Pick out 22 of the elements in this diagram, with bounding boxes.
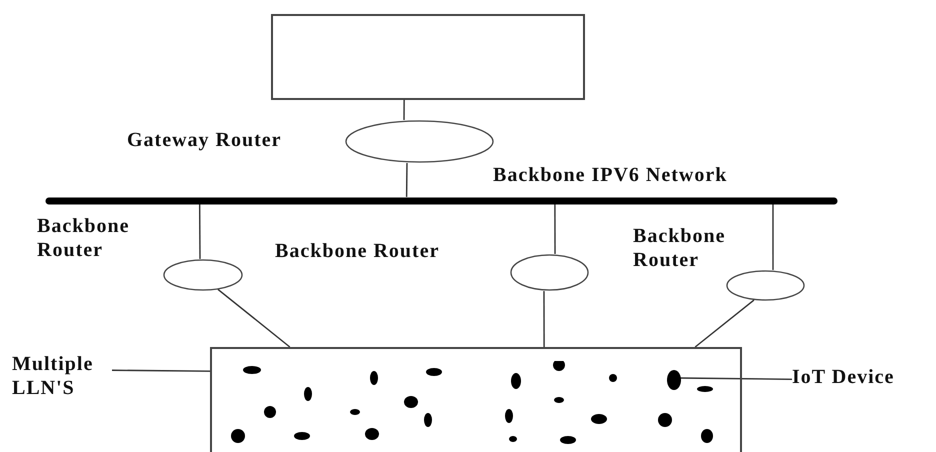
leader-line — [679, 377, 792, 380]
network-bus — [45, 197, 838, 205]
component-label: Gateway Router — [127, 128, 282, 152]
connector-line — [543, 291, 545, 347]
component-label: Backbone Router — [275, 239, 440, 263]
leader-line — [112, 370, 210, 372]
connector-line — [403, 100, 405, 120]
router-ellipse — [510, 254, 589, 291]
label-text: IoT Device — [792, 365, 932, 389]
label-text: Multiple LLN'S — [12, 352, 112, 400]
router-ellipse — [163, 259, 243, 291]
router-ellipse — [345, 120, 494, 163]
network-box — [210, 347, 742, 452]
component-label: Backbone Router — [633, 224, 726, 272]
router-ellipse — [726, 270, 805, 301]
device-dot — [667, 370, 681, 390]
connector-line — [406, 163, 408, 197]
component-label: Backbone IPV6 Network — [493, 163, 728, 187]
server-box — [271, 14, 585, 100]
connector-line — [694, 300, 754, 348]
component-label: Backbone Router — [37, 214, 130, 262]
connector-line — [218, 288, 290, 348]
